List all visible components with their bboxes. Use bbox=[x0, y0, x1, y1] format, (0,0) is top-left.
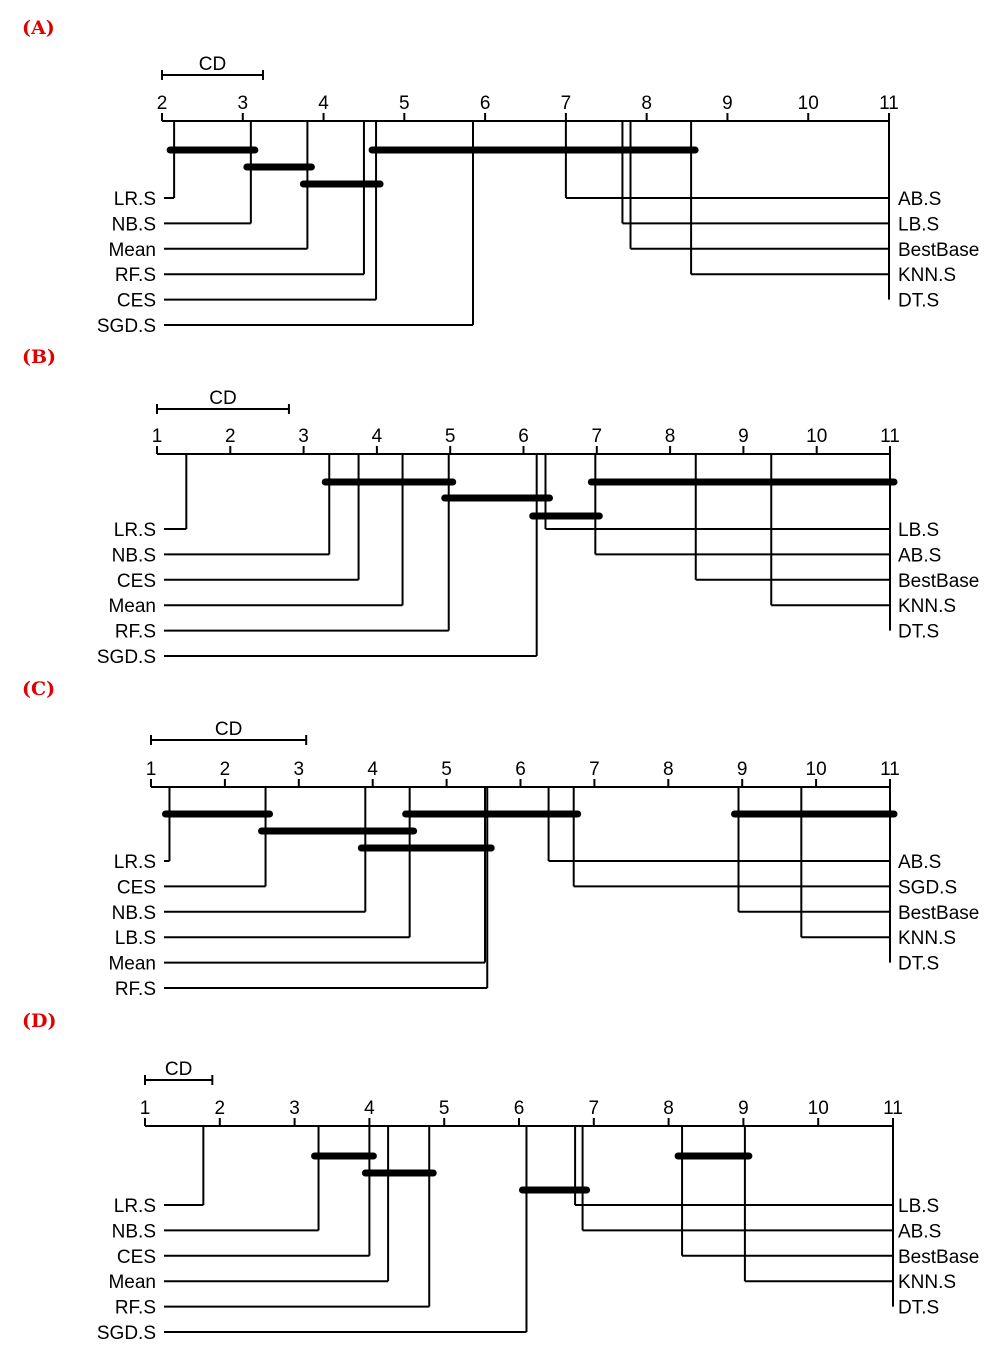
tick-label: 1 bbox=[146, 759, 157, 780]
method-label: KNN.S bbox=[898, 265, 956, 286]
panel-label: (D) bbox=[22, 1010, 56, 1032]
tick-label: 2 bbox=[215, 1098, 226, 1119]
method-label: NB.S bbox=[112, 903, 156, 924]
method-label: RF.S bbox=[115, 622, 156, 643]
tick-label: 6 bbox=[518, 426, 529, 447]
tick-label: 4 bbox=[364, 1098, 375, 1119]
tick-label: 11 bbox=[879, 93, 899, 114]
tick-label: 3 bbox=[298, 426, 309, 447]
tick-label: 7 bbox=[592, 426, 603, 447]
cd-label: CD bbox=[209, 388, 236, 409]
tick-label: 8 bbox=[663, 759, 674, 780]
tick-label: 5 bbox=[399, 93, 410, 114]
tick-label: 10 bbox=[806, 426, 827, 447]
method-label: CES bbox=[117, 571, 156, 592]
method-label: Mean bbox=[108, 1272, 156, 1293]
tick-label: 3 bbox=[289, 1098, 300, 1119]
panel-label: (A) bbox=[22, 17, 55, 39]
method-label: RF.S bbox=[115, 1298, 156, 1319]
tick-label: 10 bbox=[808, 1098, 829, 1119]
tick-label: 11 bbox=[880, 426, 900, 447]
method-label: LR.S bbox=[114, 1196, 156, 1217]
method-label: KNN.S bbox=[898, 928, 956, 949]
method-label: LR.S bbox=[114, 189, 156, 210]
method-label: AB.S bbox=[898, 1221, 941, 1242]
method-label: LB.S bbox=[115, 928, 156, 949]
method-label: DT.S bbox=[898, 954, 939, 975]
tick-label: 11 bbox=[883, 1098, 903, 1119]
tick-label: 1 bbox=[152, 426, 163, 447]
tick-label: 9 bbox=[737, 759, 748, 780]
tick-label: 2 bbox=[157, 93, 168, 114]
tick-label: 7 bbox=[589, 1098, 600, 1119]
tick-label: 5 bbox=[445, 426, 456, 447]
method-label: LB.S bbox=[898, 520, 939, 541]
method-label: LB.S bbox=[898, 1196, 939, 1217]
tick-label: 8 bbox=[641, 93, 652, 114]
cd-label: CD bbox=[215, 719, 242, 740]
method-label: SGD.S bbox=[97, 316, 156, 337]
method-label: DT.S bbox=[898, 1298, 939, 1319]
tick-label: 9 bbox=[722, 93, 733, 114]
method-label: AB.S bbox=[898, 545, 941, 566]
panel-label: (B) bbox=[22, 346, 56, 368]
tick-label: 4 bbox=[367, 759, 378, 780]
tick-label: 7 bbox=[589, 759, 600, 780]
method-label: AB.S bbox=[898, 189, 941, 210]
cd-label: CD bbox=[199, 54, 226, 75]
method-label: KNN.S bbox=[898, 1272, 956, 1293]
method-label: NB.S bbox=[112, 214, 156, 235]
method-label: BestBase bbox=[898, 571, 979, 592]
method-label: SGD.S bbox=[97, 1323, 156, 1344]
tick-label: 6 bbox=[515, 759, 526, 780]
tick-label: 8 bbox=[665, 426, 676, 447]
tick-label: 8 bbox=[663, 1098, 674, 1119]
method-label: KNN.S bbox=[898, 596, 956, 617]
method-label: BestBase bbox=[898, 903, 979, 924]
tick-label: 4 bbox=[372, 426, 383, 447]
method-label: NB.S bbox=[112, 1221, 156, 1242]
method-label: AB.S bbox=[898, 852, 941, 873]
tick-label: 10 bbox=[798, 93, 819, 114]
method-label: SGD.S bbox=[898, 877, 957, 898]
tick-label: 6 bbox=[514, 1098, 525, 1119]
tick-label: 4 bbox=[318, 93, 329, 114]
tick-label: 9 bbox=[738, 426, 749, 447]
method-label: CES bbox=[117, 1247, 156, 1268]
tick-label: 3 bbox=[237, 93, 248, 114]
tick-label: 3 bbox=[294, 759, 305, 780]
method-label: RF.S bbox=[115, 979, 156, 1000]
method-label: DT.S bbox=[898, 622, 939, 643]
cd-label: CD bbox=[165, 1059, 192, 1080]
tick-label: 1 bbox=[140, 1098, 151, 1119]
method-label: CES bbox=[117, 291, 156, 312]
tick-label: 9 bbox=[738, 1098, 749, 1119]
tick-label: 11 bbox=[880, 759, 900, 780]
tick-label: 5 bbox=[439, 1098, 450, 1119]
method-label: Mean bbox=[108, 596, 156, 617]
panel-label: (C) bbox=[22, 678, 55, 700]
tick-label: 5 bbox=[441, 759, 452, 780]
method-label: RF.S bbox=[115, 265, 156, 286]
tick-label: 7 bbox=[561, 93, 572, 114]
method-label: CES bbox=[117, 877, 156, 898]
method-label: LR.S bbox=[114, 852, 156, 873]
method-label: NB.S bbox=[112, 545, 156, 566]
method-label: DT.S bbox=[898, 291, 939, 312]
method-label: LR.S bbox=[114, 520, 156, 541]
tick-label: 10 bbox=[806, 759, 827, 780]
tick-label: 2 bbox=[225, 426, 236, 447]
method-label: BestBase bbox=[898, 240, 979, 261]
method-label: Mean bbox=[108, 954, 156, 975]
tick-label: 2 bbox=[220, 759, 231, 780]
method-label: LB.S bbox=[898, 214, 939, 235]
method-label: SGD.S bbox=[97, 647, 156, 668]
tick-label: 6 bbox=[480, 93, 491, 114]
method-label: BestBase bbox=[898, 1247, 979, 1268]
method-label: Mean bbox=[108, 240, 156, 261]
